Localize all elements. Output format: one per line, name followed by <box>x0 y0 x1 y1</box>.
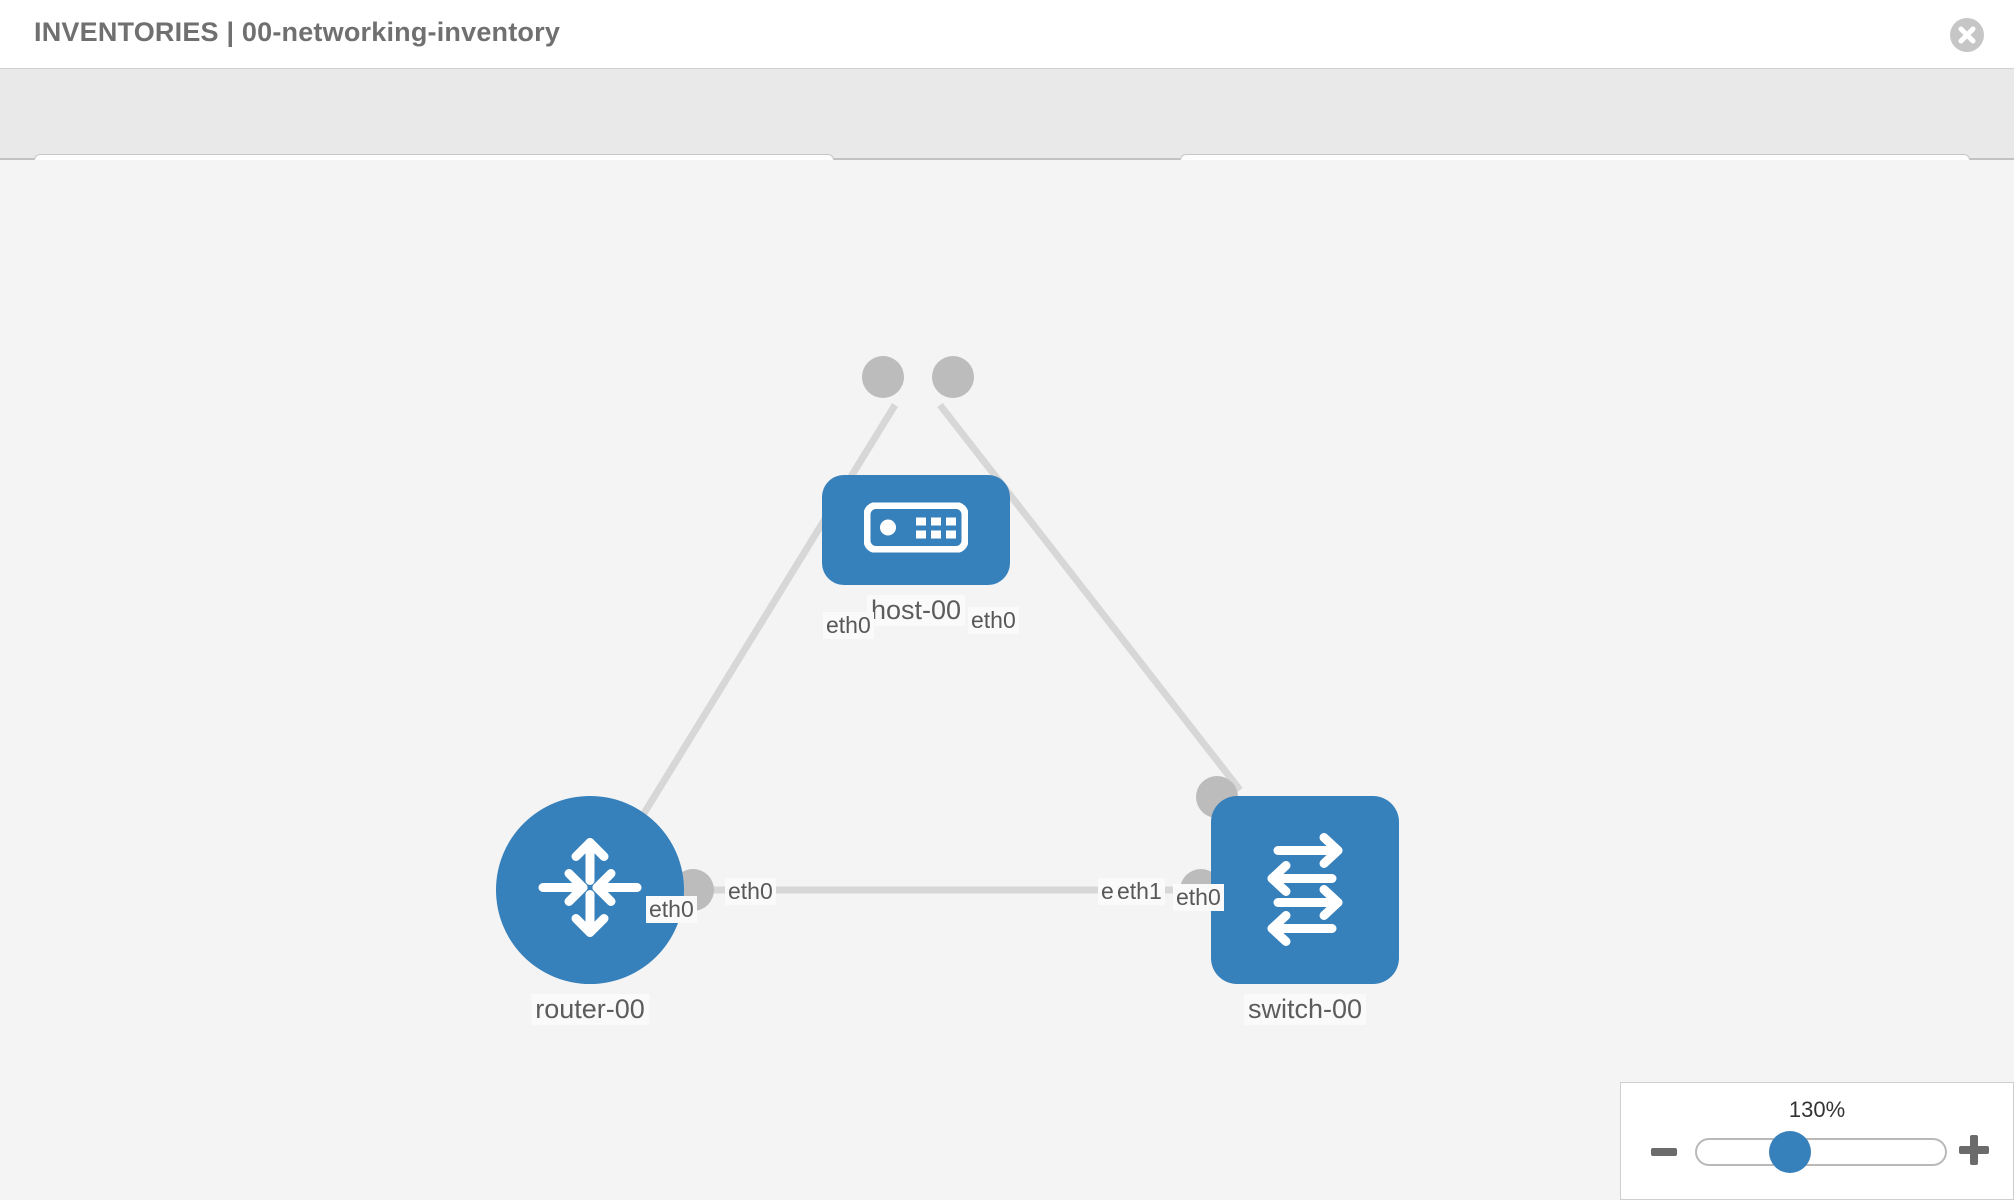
endpoint-host-right[interactable] <box>932 356 974 398</box>
node-router-00[interactable]: router-00 <box>496 796 684 1025</box>
topology-canvas[interactable]: host-00 <box>0 160 2014 1200</box>
close-icon[interactable] <box>1950 18 1984 52</box>
if-label-host-right: eth0 <box>968 607 1019 634</box>
zoom-slider-thumb[interactable] <box>1769 1131 1811 1173</box>
node-host-00-shape <box>822 475 1010 585</box>
node-host-00[interactable]: host-00 <box>822 475 1010 626</box>
if-label-router-right: eth0 <box>725 878 776 905</box>
link-host-switch <box>937 402 1243 793</box>
node-host-00-label: host-00 <box>866 595 966 626</box>
zoom-slider-track[interactable] <box>1695 1138 1947 1166</box>
node-switch-00-shape <box>1211 796 1399 984</box>
endpoint-host-left[interactable] <box>862 356 904 398</box>
router-arrows-icon <box>535 833 645 948</box>
if-label-switch-up: eth0 <box>1173 884 1224 911</box>
page-title: INVENTORIES | 00-networking-inventory <box>34 17 561 47</box>
node-router-00-label: router-00 <box>531 994 649 1025</box>
server-icon <box>863 502 969 558</box>
zoom-out-button[interactable] <box>1651 1148 1677 1156</box>
if-label-switch-left-b: eth1 <box>1114 878 1165 905</box>
toolbar: ACTIONS SEARCH <box>0 68 2014 211</box>
zoom-in-button[interactable] <box>1959 1135 1989 1165</box>
node-switch-00[interactable]: switch-00 <box>1211 796 1399 1025</box>
topology-links <box>597 402 1243 894</box>
if-label-router-up: eth0 <box>646 896 697 923</box>
if-label-host-left: eth0 <box>823 612 874 639</box>
window-header: INVENTORIES | 00-networking-inventory <box>0 0 2014 68</box>
node-switch-00-label: switch-00 <box>1243 994 1367 1025</box>
switch-arrows-icon <box>1246 829 1364 952</box>
zoom-control-panel: 130% <box>1620 1082 2014 1200</box>
zoom-level-value: 130% <box>1788 1097 1846 1122</box>
